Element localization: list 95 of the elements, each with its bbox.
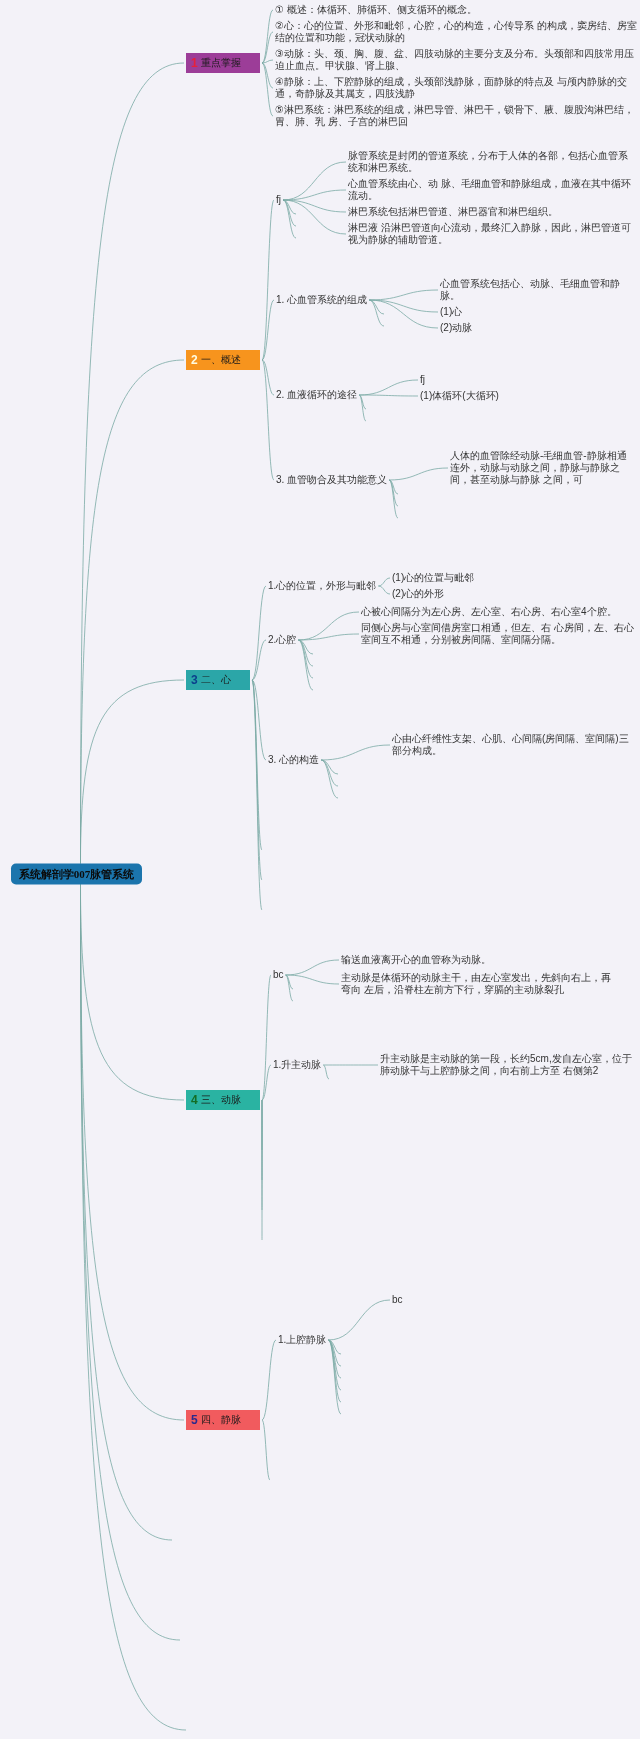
note-text: 人体的血管除经动脉-毛细血管-静脉相通连外，动脉与动脉之间，静脉与静脉之间，甚至动脉与静脉 之间，可 — [450, 450, 636, 486]
branch-line — [80, 679, 185, 864]
branch-line — [358, 394, 367, 410]
note-text: ④静脉：上、下腔静脉的组成，头颈部浅静脉，面静脉的特点及 与颅内静脉的交通，奇静脉及其属支，四肢浅静 — [275, 76, 637, 100]
topic-box — [186, 1090, 260, 1110]
branch-line — [285, 974, 294, 990]
note-text: 同侧心房与心室间借房室口相通，但左、右 心房间，左、右心室间互不相通，分别被房间隔、室间隔分隔。 — [361, 622, 636, 646]
branch-label: 2. 血液循环的途径 — [276, 389, 358, 401]
note-text: (2)动脉 — [440, 322, 473, 334]
branch-line — [261, 199, 275, 361]
branch-line — [388, 479, 399, 519]
branch-line — [251, 679, 267, 761]
branch-line — [297, 639, 314, 691]
branch-line — [261, 299, 275, 361]
branch-line — [282, 199, 297, 215]
topic-title: 二、心 — [200, 673, 231, 687]
branch-line — [327, 1339, 342, 1403]
branch-line — [261, 62, 274, 89]
topic-box — [186, 1410, 260, 1430]
topic-box — [186, 350, 260, 370]
note-text: (1)心 — [440, 306, 463, 318]
branch-line — [285, 974, 340, 985]
branch-line — [261, 974, 272, 1101]
note-text: ⑤淋巴系统：淋巴系统的组成，淋巴导管、淋巴干，锁骨下、腋、腹股沟淋巴结，胃、肺、乳 房、子宫的淋巴回 — [275, 104, 637, 128]
branch-line — [261, 1339, 277, 1421]
topic-title: 三、动脉 — [200, 1093, 241, 1107]
branch-line — [388, 479, 399, 495]
note-text: 淋巴液 沿淋巴管道向心流动，最终汇入静脉，因此，淋巴管道可视为静脉的辅助管道。 — [348, 222, 636, 246]
note-text: fj — [420, 374, 425, 386]
topic-title: 四、静脉 — [200, 1413, 241, 1427]
root-topic-box: 系统解剖学007脉管系统 — [11, 863, 142, 885]
note-text: 心血管系统包括心、动脉、毛细血管和静脉。 — [440, 278, 636, 302]
branch-line — [285, 974, 294, 1002]
note-text: (1)心的位置与毗邻 — [392, 572, 475, 584]
branch-line — [368, 299, 439, 329]
branch-line — [282, 199, 347, 213]
topic-title: 重点掌握 — [200, 56, 241, 70]
note-text: 主动脉是体循环的动脉主干，由左心室发出，先斜向右上，再弯向 左后，沿脊柱左前方下行，穿膈的主动脉裂孔 — [341, 972, 616, 996]
topic-title: 一、概述 — [200, 353, 241, 367]
branch-line — [322, 1064, 379, 1066]
note-text: ③动脉：头、颈、胸、腹、盆、四肢动脉的主要分支及分布。头颈部和四肢常用压迫止血点。甲状腺、肾上腺、 — [275, 48, 637, 72]
branch-line — [327, 1299, 391, 1341]
topic-box — [186, 670, 250, 690]
branch-line — [261, 359, 275, 481]
topic-number: 3 — [191, 673, 198, 687]
note-text: 淋巴系统包括淋巴管道、淋巴器官和淋巴组织。 — [348, 206, 558, 218]
topic-number: 1 — [191, 56, 198, 70]
branch-line — [251, 639, 267, 681]
note-text: ① 概述：体循环、肺循环、侧支循环的概念。 — [275, 4, 477, 16]
branch-line — [327, 1339, 342, 1367]
branch-line — [377, 585, 391, 595]
topic-number: 5 — [191, 1413, 198, 1427]
note-text: (1)体循环(大循环) — [420, 390, 499, 402]
topic-box — [186, 53, 260, 73]
branch-line — [261, 31, 274, 64]
branch-label: 1. 心血管系统的组成 — [276, 294, 368, 306]
branch-line — [377, 577, 391, 587]
branch-line — [261, 1064, 272, 1101]
branch-line — [322, 1064, 330, 1080]
note-text: 心被心间隔分为左心房、左心室、右心房、右心室4个腔。 — [361, 606, 617, 618]
note-text: bc — [392, 1294, 403, 1306]
branch-line — [327, 1339, 342, 1415]
note-text: 心由心纤维性支架、心肌、心间隔(房间隔、室间隔)三部分构成。 — [392, 733, 636, 757]
branch-line — [297, 633, 360, 641]
topic-number: 2 — [191, 353, 198, 367]
branch-line — [261, 1099, 263, 1241]
note-text: (2)心的外形 — [392, 588, 445, 600]
branch-line — [358, 394, 367, 422]
branch-label: 3. 心的构造 — [268, 754, 320, 766]
note-text: ②心：心的位置、外形和毗邻，心腔，心的构造，心传导系 的构成，窦房结、房室结的位置和功能，冠状动脉的 — [275, 20, 637, 44]
branch-line — [261, 62, 274, 117]
branch-line — [261, 1419, 271, 1481]
branch-line — [388, 467, 449, 481]
note-text: 心血管系统由心、动 脉、毛细血管和静脉组成，血液在其中循环流动。 — [348, 178, 636, 202]
branch-line — [261, 359, 275, 396]
branch-line — [297, 639, 314, 679]
note-text: 输送血液离开心的血管称为动脉。 — [341, 954, 491, 966]
note-text: 升主动脉是主动脉的第一段，长约5cm,发自左心室，位于肺动脉干与上腔静脉之间，向右前上方至 右侧第2 — [380, 1053, 636, 1077]
branch-label: 3. 血管吻合及其功能意义 — [276, 474, 388, 486]
branch-label: 1.升主动脉 — [273, 1059, 322, 1071]
branch-label: fj — [276, 194, 281, 206]
branch-line — [320, 759, 339, 799]
branch-label: 2.心腔 — [268, 634, 297, 646]
branch-line — [261, 59, 274, 64]
branch-line — [282, 199, 297, 239]
branch-line — [368, 299, 385, 327]
branch-line — [358, 394, 419, 397]
branch-label: bc — [273, 969, 284, 981]
branch-label: 1.上腔静脉 — [278, 1334, 327, 1346]
branch-label: 1.心的位置，外形与毗邻 — [268, 580, 377, 592]
topic-number: 4 — [191, 1093, 198, 1107]
branch-line — [320, 744, 391, 761]
branch-line — [251, 585, 267, 681]
note-text: 脉管系统是封闭的管道系统，分布于人体的各部，包括心血管系统和淋巴系统。 — [348, 150, 636, 174]
branch-line — [282, 199, 347, 235]
